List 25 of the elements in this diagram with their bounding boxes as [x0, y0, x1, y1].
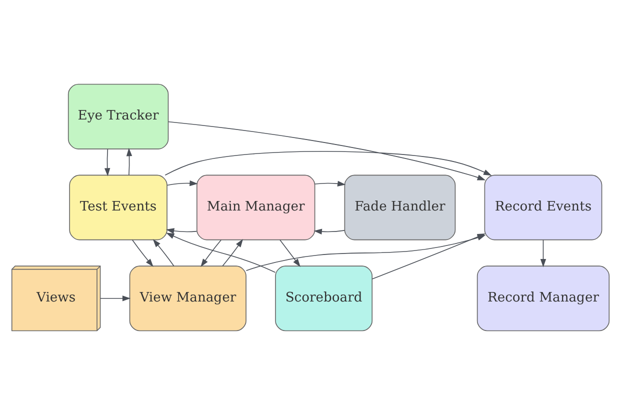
arrow: [540, 239, 546, 267]
arrow: [200, 239, 222, 266]
arrow: [132, 239, 154, 266]
node-box: View Manager: [129, 265, 246, 331]
arrow: [164, 150, 492, 176]
node-box: Fade Handler: [344, 174, 456, 240]
node-box: Eye Tracker: [68, 83, 169, 149]
node-box: Main Manager: [196, 174, 316, 240]
arrow: [280, 239, 300, 266]
node-box: Record Manager: [476, 265, 610, 331]
arrow: [100, 295, 131, 301]
arrow: [152, 238, 174, 266]
arrow: [314, 228, 345, 234]
node-box: Record Events: [484, 174, 602, 240]
node-box: Test Events: [69, 174, 168, 240]
arrow: [126, 147, 132, 175]
arrow: [166, 228, 198, 234]
arrow: [168, 120, 486, 180]
arrow: [166, 180, 198, 186]
arrow: [246, 234, 486, 271]
arrow: [314, 180, 346, 186]
arrow: [222, 238, 244, 266]
arrow: [104, 148, 110, 176]
arrow: [166, 232, 276, 272]
node-box: Scoreboard: [275, 265, 373, 331]
